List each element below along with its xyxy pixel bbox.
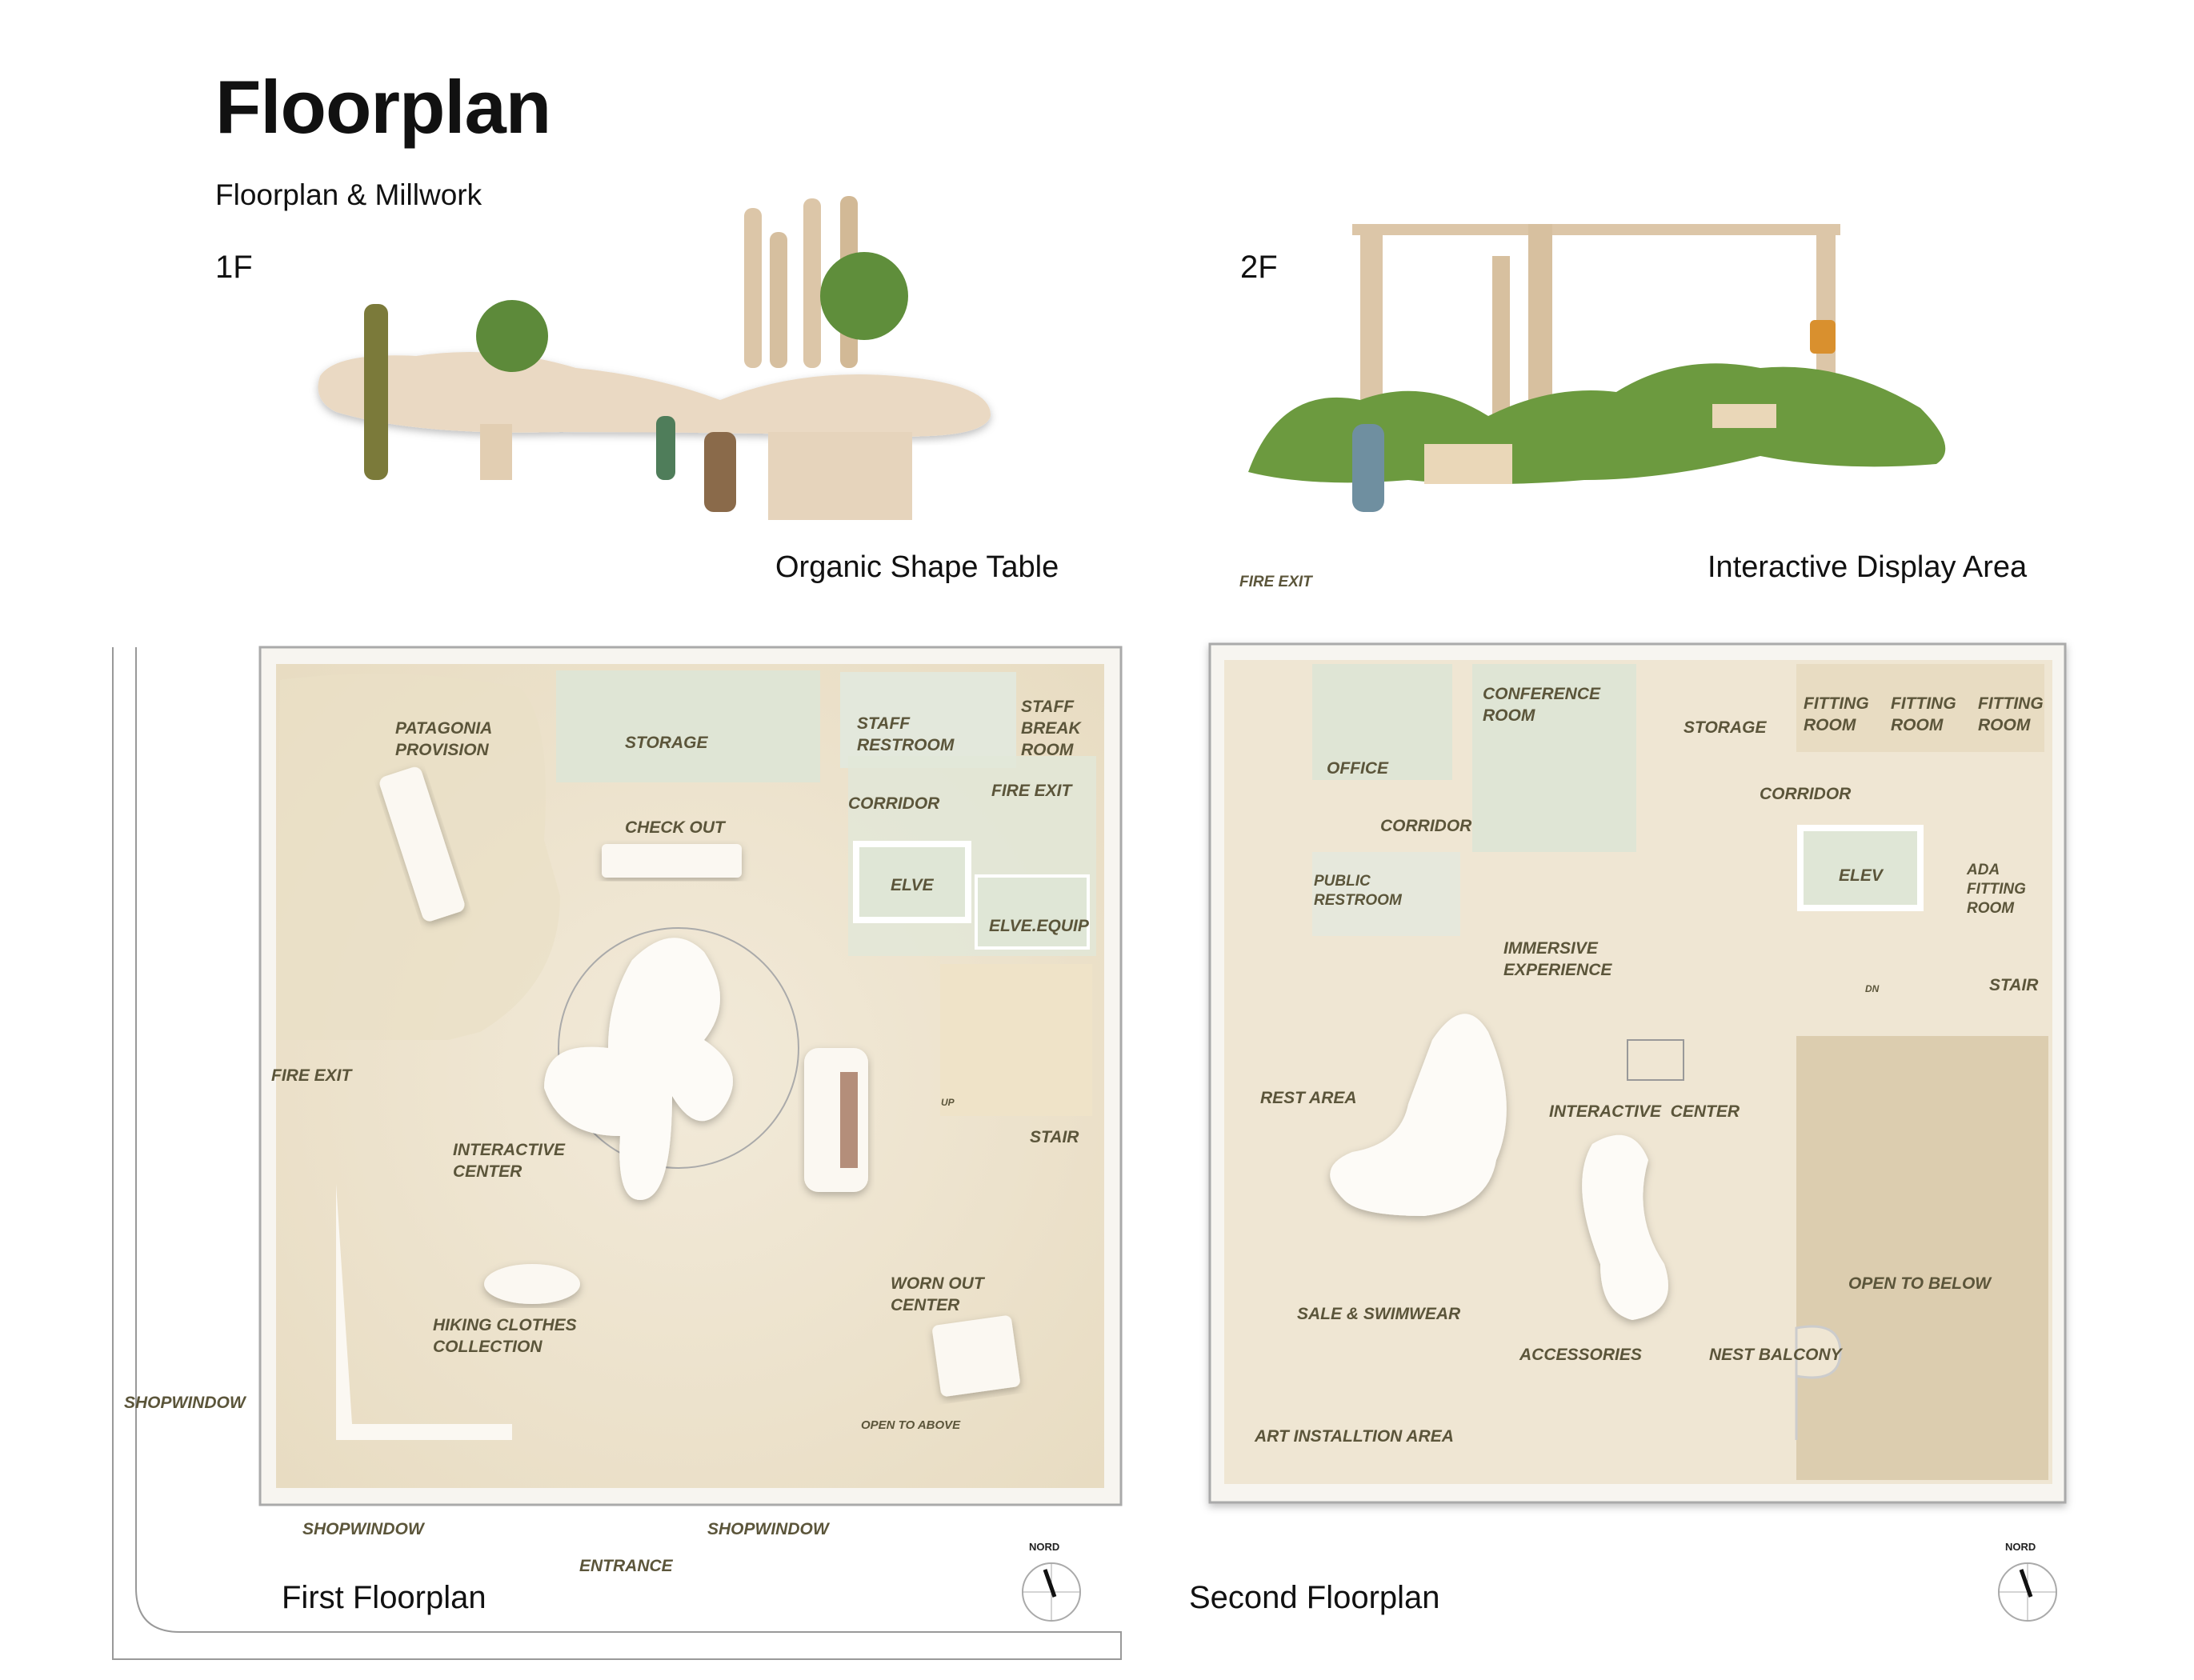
room-fitting-1: FITTING ROOM xyxy=(1804,694,1869,734)
room-hiking-clothes: HIKING CLOTHES COLLECTION xyxy=(433,1316,577,1356)
room-interactive-center-2f: INTERACTIVE CENTER xyxy=(1549,1102,1740,1121)
shopwindow-south-1: SHOPWINDOW xyxy=(302,1520,424,1538)
room-elve-equip: ELVE.EQUIP xyxy=(989,917,1089,935)
render-caption-1f: Organic Shape Table xyxy=(775,550,1059,584)
room-conference: CONFERENCE ROOM xyxy=(1483,685,1601,725)
room-office: OFFICE xyxy=(1327,759,1388,778)
compass-label-2f: NORD xyxy=(2005,1541,2036,1553)
plan-title-2f: Second Floorplan xyxy=(1189,1580,1440,1615)
render-caption-2f: Interactive Display Area xyxy=(1708,550,2028,584)
room-patagonia-provision: PATAGONIA PROVISION xyxy=(395,719,493,759)
room-sale-swimwear: SALE & SWIMWEAR xyxy=(1297,1305,1461,1323)
entrance-label: ENTRANCE xyxy=(579,1557,673,1575)
room-stair-1f: STAIR xyxy=(1030,1128,1079,1146)
room-check-out: CHECK OUT xyxy=(625,818,725,837)
shopwindow-west: SHOPWINDOW xyxy=(124,1394,246,1412)
open-to-above-label: OPEN TO ABOVE xyxy=(861,1418,961,1432)
room-corridor-2f-e: CORRIDOR xyxy=(1760,785,1852,803)
room-ada-fitting: ADA FITTING ROOM xyxy=(1967,862,2026,917)
room-stair-2f: STAIR xyxy=(1989,976,2039,994)
stair-dn-label: DN xyxy=(1865,983,1880,994)
compass-label-1f: NORD xyxy=(1029,1541,1060,1553)
fire-exit-label-2f-top: FIRE EXIT xyxy=(1239,574,1312,590)
room-public-restroom: PUBLIC RESTROOM xyxy=(1314,873,1402,909)
room-staff-break: STAFF BREAK ROOM xyxy=(1021,698,1081,759)
room-storage-1f: STORAGE xyxy=(625,734,708,752)
fire-exit-1f-ne: FIRE EXIT xyxy=(991,782,1072,800)
first-floor-plan xyxy=(112,646,1123,1660)
fire-exit-1f-w: FIRE EXIT xyxy=(271,1066,352,1085)
compass-1f xyxy=(1022,1562,1081,1622)
room-rest-area: REST AREA xyxy=(1260,1089,1357,1107)
room-nest-balcony: NEST BALCONY xyxy=(1709,1346,1842,1364)
room-worn-out-center: WORN OUT CENTER xyxy=(891,1274,984,1314)
room-staff-restroom: STAFF RESTROOM xyxy=(857,714,955,754)
room-elve: ELVE xyxy=(891,876,934,894)
page-title: Floorplan xyxy=(215,65,551,149)
room-corridor-1f: CORRIDOR xyxy=(848,794,940,813)
room-accessories: ACCESSORIES xyxy=(1519,1346,1642,1364)
room-elev: ELEV xyxy=(1839,866,1883,885)
shopwindow-south-2: SHOPWINDOW xyxy=(707,1520,829,1538)
plan-title-1f: First Floorplan xyxy=(282,1580,486,1615)
room-immersive-experience: IMMERSIVE EXPERIENCE xyxy=(1503,939,1612,979)
room-storage-2f: STORAGE xyxy=(1684,718,1767,737)
room-corridor-2f-w: CORRIDOR xyxy=(1380,817,1472,835)
organic-table-render xyxy=(318,196,991,520)
room-interactive-center-1f: INTERACTIVE CENTER xyxy=(453,1141,566,1181)
room-open-to-below: OPEN TO BELOW xyxy=(1848,1274,1992,1293)
room-fitting-2: FITTING ROOM xyxy=(1891,694,1956,734)
level-label-1f: 1F xyxy=(215,250,253,285)
room-art-installation: ART INSTALLTION AREA xyxy=(1255,1427,1454,1446)
interactive-display-render xyxy=(1248,224,1946,512)
level-label-2f: 2F xyxy=(1240,250,1278,285)
room-fitting-3: FITTING ROOM xyxy=(1978,694,2044,734)
stair-up-label: UP xyxy=(941,1097,955,1108)
second-floor-plan xyxy=(1208,642,2067,1504)
page-subtitle: Floorplan & Millwork xyxy=(215,178,482,211)
compass-2f xyxy=(1998,1562,2057,1622)
